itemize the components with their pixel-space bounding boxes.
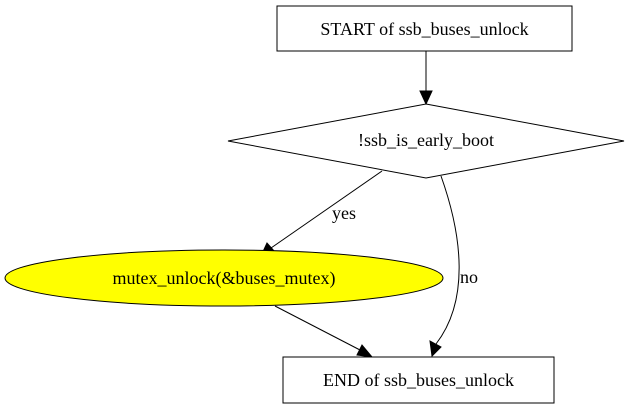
arrowhead: [356, 344, 374, 358]
end-node: END of ssb_buses_unlock: [282, 356, 555, 404]
edge-action-to-end: [274, 305, 374, 358]
edge-decision-yes: yes: [260, 170, 383, 257]
decision-node-label: !ssb_is_early_boot: [358, 130, 494, 150]
end-node-label: END of ssb_buses_unlock: [323, 370, 514, 390]
arrowhead: [429, 340, 442, 358]
action-node-label: mutex_unlock(&buses_mutex): [113, 268, 336, 289]
action-node: mutex_unlock(&buses_mutex): [4, 249, 444, 307]
decision-diamond: [227, 103, 625, 179]
start-node-label: START of ssb_buses_unlock: [320, 19, 528, 39]
action-ellipse: [4, 249, 444, 307]
start-node-box: [276, 5, 573, 52]
edge-decision-no: no: [429, 175, 478, 358]
edge-yes-label: yes: [332, 203, 356, 223]
decision-node: !ssb_is_early_boot: [227, 103, 625, 179]
end-node-box: [282, 356, 555, 404]
edge-start-to-decision: [419, 51, 433, 106]
arrowhead: [419, 90, 433, 106]
start-node: START of ssb_buses_unlock: [276, 5, 573, 52]
edge-no-label: no: [460, 267, 478, 287]
